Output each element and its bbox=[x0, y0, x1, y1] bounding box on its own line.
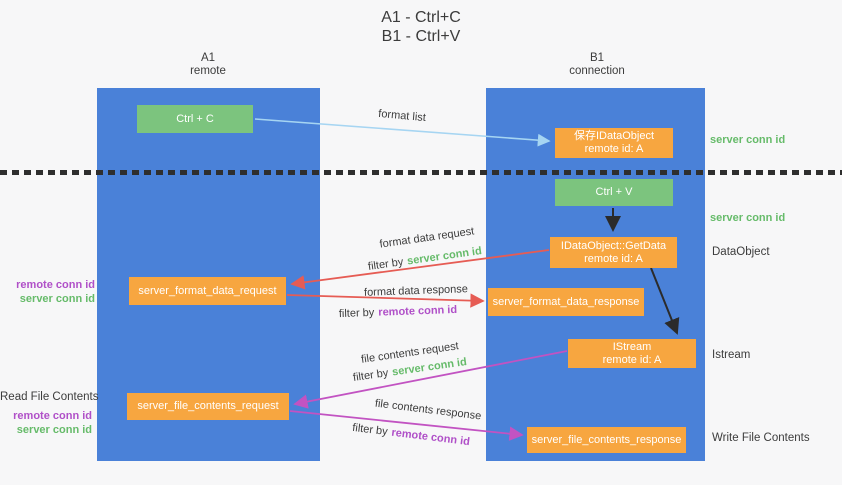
lane-b1-name: B1 bbox=[589, 52, 605, 64]
istream-line1: IStream bbox=[612, 340, 652, 353]
file-response-label: server_file_contents_response bbox=[531, 433, 682, 446]
save-idataobject-line2: remote id: A bbox=[584, 143, 644, 155]
box-istream: IStream remote id: A bbox=[568, 339, 696, 368]
box-ctrl-v: Ctrl + V bbox=[555, 179, 673, 206]
annotation-server-conn-id-2: server conn id bbox=[16, 424, 92, 436]
getdata-line2: remote id: A bbox=[584, 252, 643, 265]
label-file-contents-response: file contents response bbox=[374, 397, 482, 423]
annotation-server-conn-id-top: server conn id bbox=[710, 134, 786, 146]
format-response-label: server_format_data_response bbox=[492, 295, 640, 308]
label-format-list: format list bbox=[377, 107, 427, 125]
diagram-title: A1 - Ctrl+C B1 - Ctrl+V bbox=[0, 8, 842, 46]
annotation-read-file-contents: Read File Contents bbox=[0, 391, 99, 403]
box-server-file-contents-request: server_file_contents_request bbox=[127, 393, 289, 420]
title-line-1: A1 - Ctrl+C bbox=[381, 9, 461, 26]
box-server-format-data-request: server_format_data_request bbox=[129, 277, 286, 305]
annotation-server-conn-id-mid: server conn id bbox=[710, 212, 786, 224]
lane-a1-name: A1 bbox=[200, 52, 216, 64]
box-ctrl-c: Ctrl + C bbox=[137, 105, 253, 133]
dashed-divider bbox=[0, 170, 842, 175]
lane-a1-subtitle: remote bbox=[190, 65, 226, 77]
getdata-line1: IDataObject::GetData bbox=[560, 239, 667, 252]
annotation-remote-conn-id-2: remote conn id bbox=[13, 410, 92, 422]
annotation-write-file-contents: Write File Contents bbox=[712, 432, 810, 444]
box-save-idataobject: 保存IDataObject remote id: A bbox=[555, 128, 673, 158]
annotation-format-conn-ids: remote conn id server conn id bbox=[0, 278, 95, 306]
ctrl-v-label: Ctrl + V bbox=[595, 186, 633, 198]
istream-line2: remote id: A bbox=[602, 353, 662, 366]
annotation-dataobject: DataObject bbox=[712, 246, 770, 258]
label-format-data-response: format data response bbox=[363, 283, 469, 299]
ctrl-c-label: Ctrl + C bbox=[176, 112, 214, 125]
box-idataobject-getdata: IDataObject::GetData remote id: A bbox=[550, 237, 677, 268]
format-request-label: server_format_data_request bbox=[138, 284, 277, 297]
file-request-label: server_file_contents_request bbox=[137, 400, 279, 412]
save-idataobject-line1: 保存IDataObject bbox=[573, 130, 655, 142]
annotation-file-conn-ids: remote conn id server conn id bbox=[0, 409, 92, 437]
annotation-istream: Istream bbox=[712, 349, 751, 361]
box-server-file-contents-response: server_file_contents_response bbox=[527, 427, 686, 453]
lane-header-a1: A1 remote bbox=[158, 52, 258, 78]
box-server-format-data-response: server_format_data_response bbox=[488, 288, 644, 316]
lane-b1-subtitle: connection bbox=[569, 65, 625, 77]
lane-header-b1: B1 connection bbox=[547, 52, 647, 78]
annotation-server-conn-id-1: server conn id bbox=[19, 293, 95, 305]
annotation-remote-conn-id-1: remote conn id bbox=[16, 279, 95, 291]
title-line-2: B1 - Ctrl+V bbox=[381, 28, 461, 45]
